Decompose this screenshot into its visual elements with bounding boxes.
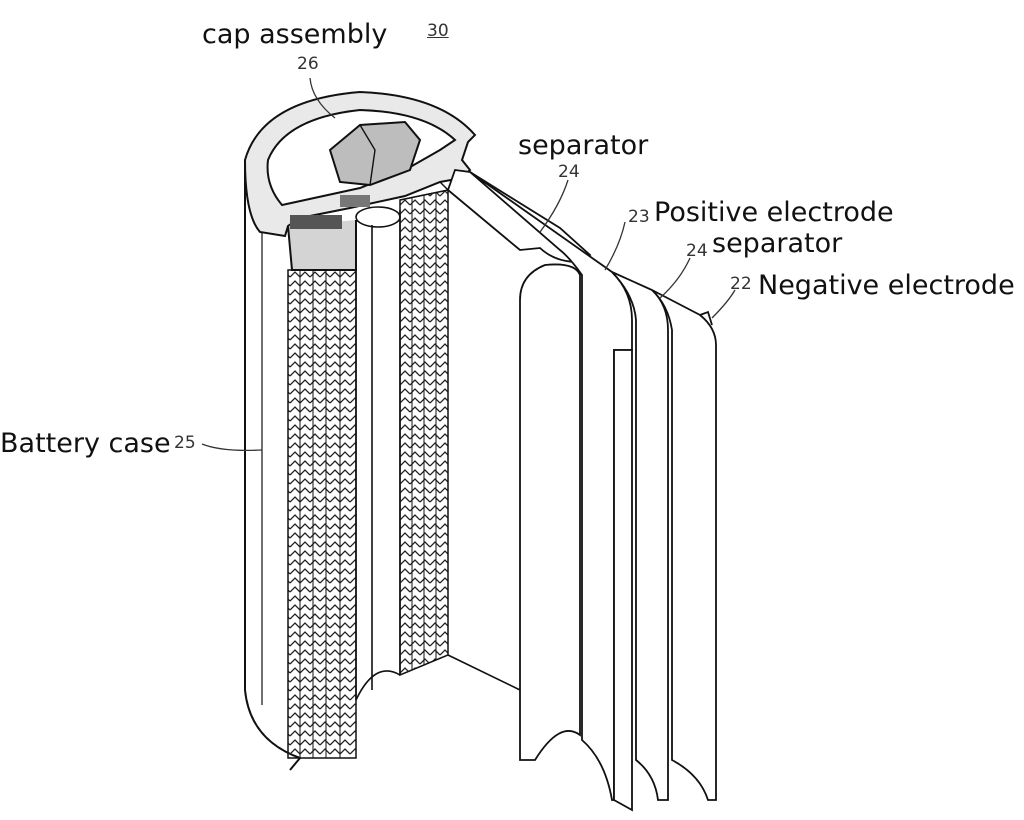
ref-number-separator-top: 24 <box>558 162 580 182</box>
center-pin <box>355 206 401 701</box>
cap-assembly <box>243 90 477 271</box>
label-separator-top: separator <box>518 130 649 161</box>
leader-negative-electrode <box>711 289 736 319</box>
ref-number-cap-assembly: 26 <box>297 54 319 74</box>
leader-lines <box>201 77 736 452</box>
label-cap-assembly: cap assembly <box>202 19 388 50</box>
positive-electrode-sheet <box>469 171 633 812</box>
ref-number-positive-electrode: 23 <box>628 207 650 227</box>
leader-positive-electrode <box>604 221 626 271</box>
negative-electrode-sheet <box>651 289 717 801</box>
leader-battery-case <box>201 443 263 452</box>
label-battery-case: Battery case <box>0 428 171 459</box>
electrode-winding-right <box>399 189 449 677</box>
case-inner-wall <box>447 189 521 691</box>
electrode-winding-left <box>287 269 357 759</box>
ref-number-battery-case: 25 <box>174 433 196 453</box>
ref-number-negative-electrode: 22 <box>730 274 752 294</box>
label-negative-electrode: Negative electrode <box>758 270 1015 301</box>
leader-separator-inner <box>659 257 691 299</box>
leader-separator-top <box>539 179 569 233</box>
label-positive-electrode: Positive electrode <box>654 197 894 228</box>
label-separator-inner: separator <box>712 228 843 259</box>
figure-number: 30 <box>427 21 449 41</box>
leader-cap-assembly <box>309 77 336 119</box>
ref-number-separator-inner: 24 <box>686 241 708 261</box>
